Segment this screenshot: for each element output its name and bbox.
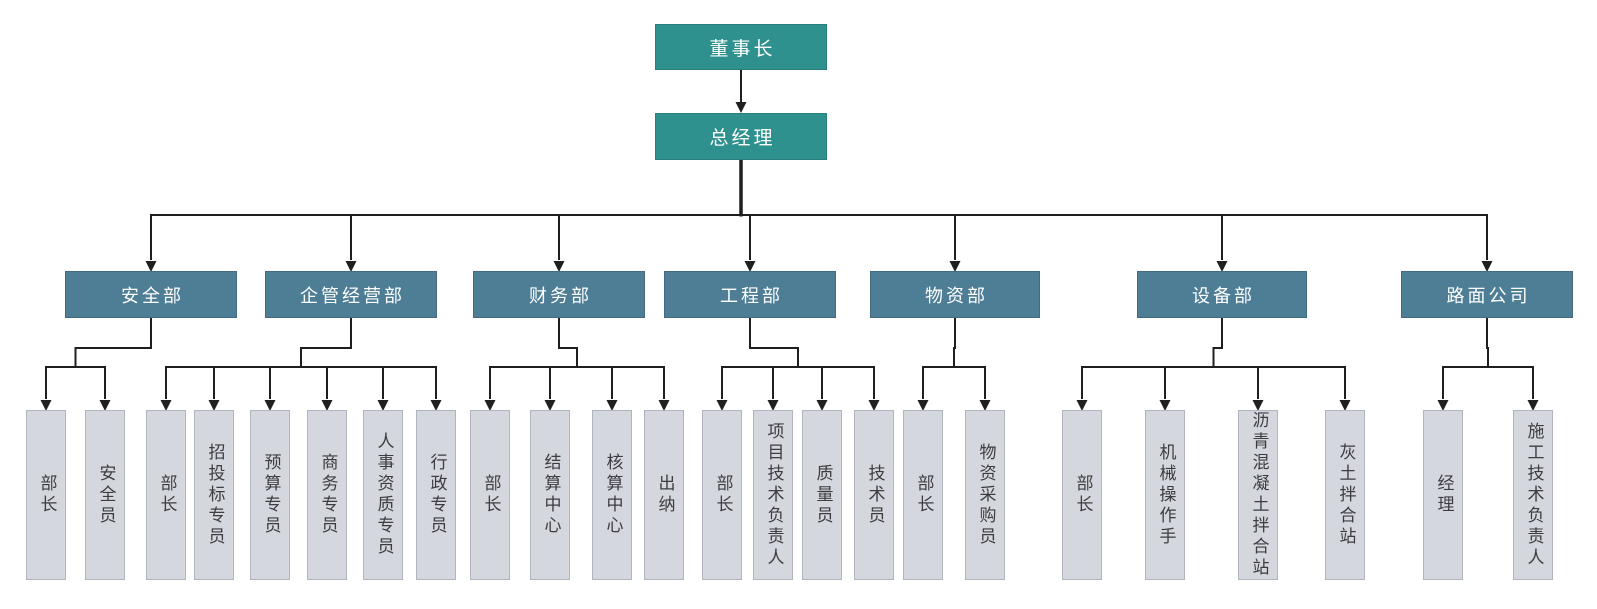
role-node-business-management-1-label: 招投标专员 xyxy=(204,442,225,548)
role-node-business-management-5-label: 行政专员 xyxy=(426,453,447,537)
role-node-finance-0-label: 部长 xyxy=(480,474,501,516)
role-node-business-management-0[interactable]: 部长 xyxy=(146,410,186,580)
role-node-finance-3[interactable]: 出纳 xyxy=(644,410,684,580)
role-node-materials-0-label: 部长 xyxy=(913,474,934,516)
role-node-business-management-1[interactable]: 招投标专员 xyxy=(194,410,234,580)
role-node-business-management-0-label: 部长 xyxy=(156,474,177,516)
role-node-business-management-3[interactable]: 商务专员 xyxy=(307,410,347,580)
role-node-business-management-4-label: 人事资质专员 xyxy=(373,432,394,558)
role-node-finance-2-label: 核算中心 xyxy=(602,453,623,537)
dept-node-pavement-company[interactable]: 路面公司 xyxy=(1401,271,1573,318)
general-manager-node-label: 总经理 xyxy=(709,127,776,149)
role-node-engineering-1-label: 项目技术负责人 xyxy=(763,421,784,569)
role-node-business-management-4[interactable]: 人事资质专员 xyxy=(363,410,403,580)
role-node-engineering-0-label: 部长 xyxy=(712,474,733,516)
dept-node-engineering-label: 工程部 xyxy=(720,285,783,307)
role-node-business-management-5[interactable]: 行政专员 xyxy=(416,410,456,580)
role-node-equipment-3-label: 灰土拌合站 xyxy=(1335,442,1356,548)
dept-node-business-management[interactable]: 企管经营部 xyxy=(265,271,437,318)
chairman-node-label: 董事长 xyxy=(709,37,776,60)
role-node-materials-1-label: 物资采购员 xyxy=(975,442,996,548)
dept-node-pavement-company-label: 路面公司 xyxy=(1446,285,1531,307)
role-node-pavement-company-1-label: 施工技术负责人 xyxy=(1523,421,1544,569)
chairman-node[interactable]: 董事长 xyxy=(655,24,827,70)
role-node-business-management-2-label: 预算专员 xyxy=(260,453,281,537)
role-node-safety-1[interactable]: 安全员 xyxy=(85,410,125,580)
role-node-equipment-1[interactable]: 机械操作手 xyxy=(1145,410,1185,580)
role-node-engineering-1[interactable]: 项目技术负责人 xyxy=(753,410,793,580)
role-node-pavement-company-0-label: 经理 xyxy=(1433,474,1454,516)
role-node-engineering-2-label: 质量员 xyxy=(812,463,833,527)
role-node-equipment-0-label: 部长 xyxy=(1072,474,1093,516)
dept-node-finance-label: 财务部 xyxy=(529,285,592,307)
role-node-engineering-0[interactable]: 部长 xyxy=(702,410,742,580)
role-node-finance-3-label: 出纳 xyxy=(654,474,675,516)
general-manager-node[interactable]: 总经理 xyxy=(655,113,827,160)
dept-node-materials[interactable]: 物资部 xyxy=(870,271,1040,318)
dept-node-materials-label: 物资部 xyxy=(925,285,988,307)
role-node-finance-1-label: 结算中心 xyxy=(540,453,561,537)
role-node-pavement-company-1[interactable]: 施工技术负责人 xyxy=(1513,410,1553,580)
role-node-finance-1[interactable]: 结算中心 xyxy=(530,410,570,580)
role-node-materials-1[interactable]: 物资采购员 xyxy=(965,410,1005,580)
role-node-equipment-2-label: 沥青混凝土拌合站 xyxy=(1248,411,1269,579)
role-node-pavement-company-0[interactable]: 经理 xyxy=(1423,410,1463,580)
dept-node-safety[interactable]: 安全部 xyxy=(65,271,237,318)
dept-node-equipment[interactable]: 设备部 xyxy=(1137,271,1307,318)
role-node-finance-2[interactable]: 核算中心 xyxy=(592,410,632,580)
role-node-finance-0[interactable]: 部长 xyxy=(470,410,510,580)
dept-node-business-management-label: 企管经营部 xyxy=(300,285,405,307)
dept-node-finance[interactable]: 财务部 xyxy=(473,271,645,318)
role-node-engineering-2[interactable]: 质量员 xyxy=(802,410,842,580)
role-node-business-management-3-label: 商务专员 xyxy=(317,453,338,537)
role-node-safety-1-label: 安全员 xyxy=(95,463,116,527)
role-node-safety-0[interactable]: 部长 xyxy=(26,410,66,580)
dept-node-safety-label: 安全部 xyxy=(121,285,184,307)
role-node-equipment-0[interactable]: 部长 xyxy=(1062,410,1102,580)
role-node-materials-0[interactable]: 部长 xyxy=(903,410,943,580)
role-node-engineering-3-label: 技术员 xyxy=(864,463,885,527)
role-node-business-management-2[interactable]: 预算专员 xyxy=(250,410,290,580)
role-node-engineering-3[interactable]: 技术员 xyxy=(854,410,894,580)
role-node-safety-0-label: 部长 xyxy=(36,474,57,516)
dept-node-equipment-label: 设备部 xyxy=(1192,285,1255,307)
role-node-equipment-3[interactable]: 灰土拌合站 xyxy=(1325,410,1365,580)
dept-node-engineering[interactable]: 工程部 xyxy=(664,271,836,318)
role-node-equipment-2[interactable]: 沥青混凝土拌合站 xyxy=(1238,410,1278,580)
role-node-equipment-1-label: 机械操作手 xyxy=(1155,442,1176,548)
